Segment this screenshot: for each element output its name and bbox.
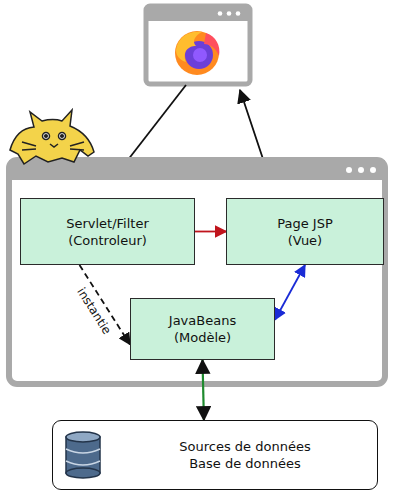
connector — [195, 231, 226, 233]
firefox-logo — [175, 31, 219, 75]
node-title: JavaBeans — [169, 312, 236, 329]
tomcat-logo — [10, 110, 94, 164]
controller-box: Servlet/Filter(Controleur) — [20, 198, 195, 265]
datasource-box: Sources de donnéesBase de données — [52, 420, 378, 490]
model-box: JavaBeans(Modèle) — [130, 298, 275, 360]
node-subtitle: Base de données — [189, 455, 301, 472]
node-subtitle: (Vue) — [288, 232, 322, 249]
browser-window — [146, 6, 250, 84]
node-subtitle: (Controleur) — [68, 232, 147, 249]
database-icon — [64, 431, 102, 479]
server-window — [9, 160, 385, 384]
node-title: Servlet/Filter — [66, 215, 149, 232]
connector — [203, 360, 204, 420]
node-title: Sources de données — [179, 438, 310, 455]
view-box: Page JSP(Vue) — [226, 198, 384, 265]
node-title: Page JSP — [277, 215, 333, 232]
connector — [275, 265, 305, 320]
node-subtitle: (Modèle) — [174, 329, 231, 346]
